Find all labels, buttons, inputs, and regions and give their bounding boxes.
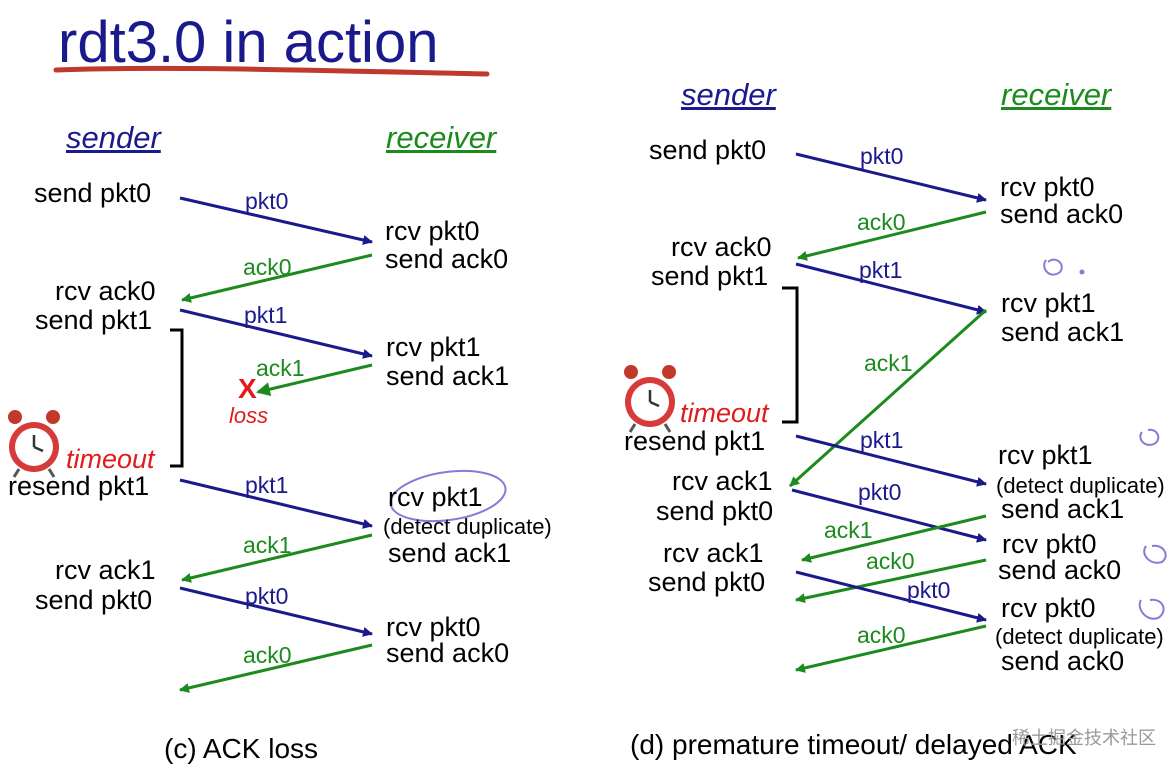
loss-mark: X	[238, 373, 257, 404]
alarm-clock-icon	[8, 410, 60, 478]
left-arrow-label: ack1	[256, 355, 305, 381]
page-title: rdt3.0 in action	[58, 10, 439, 75]
arrow-right-pkt0-2	[795, 570, 987, 623]
right-receiver-event: send ack0	[998, 555, 1122, 585]
left-receiver-event: (detect duplicate)	[383, 514, 552, 539]
right-sender-event: rcv ack1	[672, 466, 773, 496]
right-arrow-label: pkt1	[860, 427, 904, 453]
watermark: 稀土掘金技术社区	[1012, 728, 1156, 748]
left-receiver-event: send ack1	[388, 538, 512, 568]
arrow-right-pkt0	[791, 488, 987, 543]
right-receiver-event: send ack1	[1001, 317, 1125, 347]
left-receiver-event: rcv pkt0	[385, 216, 480, 246]
left-sender-event: rcv ack1	[55, 555, 156, 585]
right-sender-event: resend pkt1	[624, 426, 766, 456]
arrow-left-ack1-lost	[256, 363, 373, 397]
arrow-left-resend-pkt1	[179, 478, 373, 529]
right-sender-event: send pkt0	[656, 496, 774, 526]
right-receiver-event: (detect duplicate)	[995, 624, 1164, 649]
caption-left: (c) ACK loss	[164, 733, 319, 764]
arrow-right-ack0-3	[795, 624, 987, 673]
arrow-right-pkt0	[795, 152, 987, 203]
left-sender-event: send pkt0	[35, 585, 153, 615]
arrow-right-ack0	[797, 210, 987, 261]
right-receiver-event: send ack0	[1000, 199, 1124, 229]
left-arrow-label: ack0	[243, 254, 292, 280]
arrow-right-ack1-delayed	[788, 308, 988, 488]
arrow-right-ack0-2	[795, 558, 987, 604]
arrow-right-ack1-2	[801, 514, 987, 563]
right-receiver-event: send ack0	[1001, 646, 1125, 676]
right-receiver-event: send ack1	[1001, 494, 1125, 524]
left-receiver-event: send ack1	[386, 361, 510, 391]
handwritten-ellipse	[389, 469, 507, 523]
timeout-label-left: timeout	[66, 444, 155, 474]
arrow-right-resend-pkt1	[795, 434, 987, 487]
left-arrow-label: pkt1	[244, 302, 288, 328]
right-receiver-event: rcv pkt0	[1001, 593, 1096, 623]
right-arrow-label: pkt0	[907, 577, 951, 603]
caption-right: (d) premature timeout/ delayed ACK	[630, 729, 1077, 760]
left-arrow-label: pkt0	[245, 583, 289, 609]
right-arrow-label: ack0	[866, 548, 915, 574]
timeout-label-right: timeout	[680, 398, 769, 428]
left-arrow-label: ack0	[243, 642, 292, 668]
arrow-left-pkt1	[179, 308, 373, 359]
right-receiver-header: receiver	[1001, 77, 1112, 112]
right-arrow-label: pkt1	[859, 257, 903, 283]
handwritten-annotation	[1043, 258, 1167, 620]
right-sender-header: sender	[681, 77, 776, 112]
timeout-bracket-right	[782, 286, 799, 424]
title-underline	[53, 65, 490, 77]
left-sender-event: rcv ack0	[55, 276, 156, 306]
loss-label: loss	[229, 403, 269, 428]
right-arrow-label: pkt0	[858, 479, 902, 505]
alarm-clock-icon	[624, 365, 676, 433]
left-receiver-event: send ack0	[386, 638, 510, 668]
right-arrow-label: ack1	[864, 350, 913, 376]
arrow-left-ack0-2	[179, 643, 373, 693]
right-arrow-label: pkt0	[860, 143, 904, 169]
left-sender-event: resend pkt1	[8, 471, 150, 501]
left-receiver-event: rcv pkt0	[386, 612, 481, 642]
right-sender-event: send pkt0	[648, 567, 766, 597]
right-sender-event: rcv ack1	[663, 538, 764, 568]
left-sender-header: sender	[66, 120, 161, 155]
right-receiver-event: (detect duplicate)	[996, 473, 1165, 498]
arrow-left-pkt0	[179, 196, 373, 245]
right-arrow-label: ack0	[857, 622, 906, 648]
right-sender-event: send pkt0	[649, 135, 767, 165]
left-receiver-event: rcv pkt1	[386, 332, 481, 362]
right-arrow-label: ack0	[857, 209, 906, 235]
arrow-left-pkt0-2	[179, 586, 373, 637]
right-sender-event: send pkt1	[651, 261, 769, 291]
timeout-bracket-left	[170, 328, 184, 468]
left-receiver-event: rcv pkt1	[388, 482, 483, 512]
right-sender-event: rcv ack0	[671, 232, 772, 262]
arrow-left-ack0	[181, 253, 373, 303]
left-sender-event: send pkt1	[35, 305, 153, 335]
right-receiver-event: rcv pkt1	[1001, 288, 1096, 318]
left-arrow-label: ack1	[243, 532, 292, 558]
arrow-left-ack1	[181, 533, 373, 583]
left-receiver-event: send ack0	[385, 244, 509, 274]
arrow-right-pkt1	[795, 262, 987, 315]
left-arrow-label: pkt1	[245, 472, 289, 498]
left-receiver-header: receiver	[386, 120, 497, 155]
left-sender-event: send pkt0	[34, 178, 152, 208]
left-arrow-label: pkt0	[245, 188, 289, 214]
right-receiver-event: rcv pkt0	[1000, 172, 1095, 202]
right-receiver-event: rcv pkt1	[998, 440, 1093, 470]
right-arrow-label: ack1	[824, 517, 873, 543]
right-receiver-event: rcv pkt0	[1002, 529, 1097, 559]
